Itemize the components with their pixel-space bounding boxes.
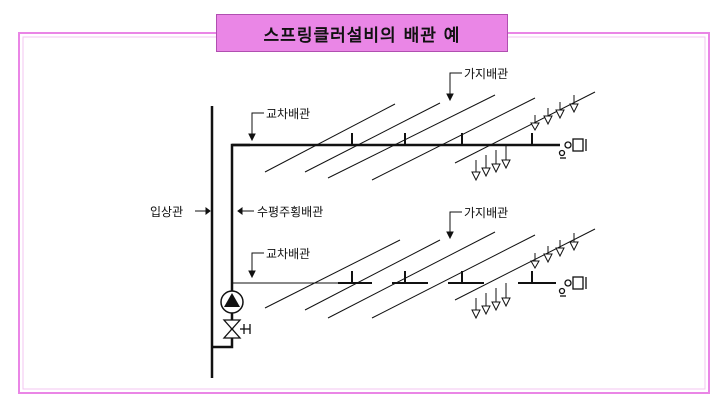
diagram-title: 스프링클러설비의 배관 예: [216, 14, 508, 52]
label-branch-top: 가지배관: [464, 67, 508, 81]
horizontal-main-pipe: [212, 143, 250, 349]
sprinkler-heads-top-down: [471, 145, 511, 182]
tee-fittings-top: [338, 133, 556, 146]
branch-line: [304, 239, 441, 311]
branch-line: [264, 239, 401, 309]
sprinkler-heads-bottom-down: [471, 283, 511, 320]
piping-lines: [195, 72, 596, 378]
label-cross-main-top: 교차배관: [266, 107, 310, 121]
label-cross-main-bottom: 교차배관: [266, 247, 310, 261]
branch-line: [327, 231, 496, 319]
branch-line: [454, 228, 596, 301]
label-horizontal-main: 수평주횡배관: [257, 205, 323, 219]
pump-icon: [220, 290, 244, 314]
label-riser: 입상관: [150, 205, 183, 219]
end-valve-bottom: [558, 276, 587, 297]
label-branch-bottom: 가지배관: [464, 206, 508, 220]
branch-line: [327, 94, 496, 179]
diagram-frame: [18, 32, 710, 394]
end-valve-top: [558, 138, 587, 159]
branch-line: [371, 97, 536, 181]
diagram-frame-inner: [22, 36, 706, 390]
sprinkler-heads-bottom-up: [530, 233, 579, 270]
gate-valve-icon: [222, 319, 251, 339]
branch-line: [304, 102, 441, 173]
branch-line: [264, 103, 396, 173]
tee-fittings-bottom: [338, 271, 556, 284]
label-leaders: [195, 72, 462, 279]
branch-line: [371, 234, 536, 319]
sprinkler-heads-top-up: [530, 95, 579, 132]
